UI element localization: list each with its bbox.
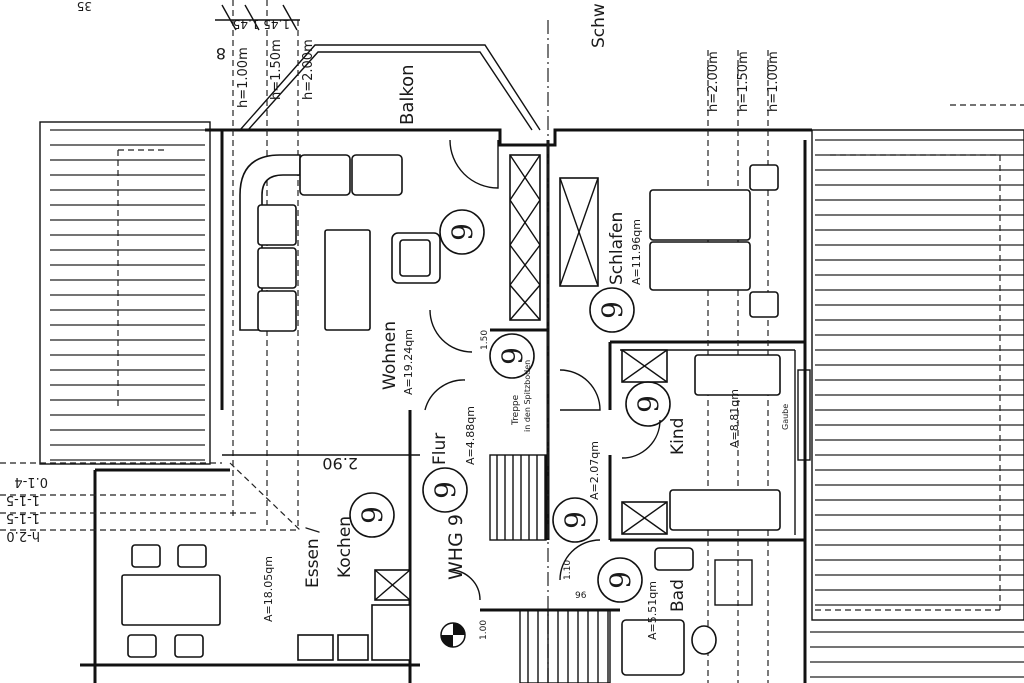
kochen-label: Kochen [335,516,355,578]
flur-area: A=4.88qm [464,406,477,465]
flur-label: Flur [430,433,450,465]
entrance-symbol [440,622,466,648]
dim-left-2: 1-1-5 [6,492,40,507]
wohnen-area: A=19.24qm [402,329,415,395]
flur2-area: A=2.07qm [588,441,601,500]
height-150-right: h=1.50m [736,51,751,112]
apartment-number-marker: 9 [625,381,671,427]
dimension-ticks [215,4,300,31]
schw-label: Schw [589,3,609,48]
staircase [496,455,609,683]
apartment-number-marker: 9 [422,467,468,513]
apartment-number-marker: 9 [597,557,643,603]
gaube-window [797,369,811,461]
exterior-walls [80,128,812,683]
apartment-number-text: 9 [604,571,637,589]
apartment-number-marker: 9 [489,333,535,379]
balcony [239,44,541,131]
dim-eight: 8 [216,44,226,63]
whg-label: WHG 9 [445,514,467,580]
apartment-number-text: 9 [446,223,479,241]
doors [424,139,661,601]
apartment-number-marker: 9 [439,209,485,255]
left-roof-hatch [50,129,205,461]
bad-area: A=5.51qm [646,581,659,640]
kind-area: A=8.81qm [728,389,741,448]
dim-110: 1.10 [563,560,573,580]
essen-area: A=18.05qm [262,556,275,622]
bathroom-fixtures [621,547,753,676]
height-200-right: h=2.00m [706,51,721,112]
bad-label: Bad [668,579,688,612]
treppe-label-2: in den Spitzboden [523,360,532,432]
beds [649,164,781,531]
dim-left-4: h-2.0 [6,528,40,543]
dim-150: 1.50 [480,330,490,350]
apartment-number-marker: 9 [349,492,395,538]
height-150-left: h=1.50m [269,39,284,100]
corner-label: 35 [77,0,92,13]
wardrobes [374,154,668,601]
height-100-left: h=1.00m [236,47,251,108]
kind-label: Kind [668,418,688,455]
apartment-number-text: 9 [496,347,529,365]
schlafen-label: Schlafen [607,212,627,285]
dim-span: 2.90 [322,454,358,473]
wohnen-label: Wohnen [380,321,400,390]
balkon-label: Balkon [397,64,418,125]
apartment-number-marker: 9 [589,287,635,333]
gaube-label: Gaube [781,404,790,430]
apartment-number-marker: 9 [552,497,598,543]
apartment-number-text: 9 [632,395,665,413]
apartment-number-text: 9 [429,481,462,499]
right-roof-hatch [810,139,1024,678]
apartment-number-text: 9 [596,301,629,319]
dining-furniture [121,544,411,661]
living-furniture [239,154,441,332]
dim-left-1: 0.1-4 [14,474,48,489]
height-200-left: h=2.00m [301,39,316,100]
dim-100: 1.00 [479,620,489,640]
dim-left-3: 1-1-5 [6,510,40,525]
schlafen-area: A=11.96qm [630,219,643,285]
height-100-right: h=1.00m [766,51,781,112]
dim-96: 96 [575,591,587,601]
apartment-number-text: 9 [356,506,389,524]
apartment-number-text: 9 [559,511,592,529]
treppe-label: Treppe [511,394,521,426]
dim-top-left: 1.45 1.45 [233,17,290,31]
apartment-markers: 9 9 9 9 9 9 9 9 [349,209,671,603]
essen-label: Essen / [303,527,323,588]
